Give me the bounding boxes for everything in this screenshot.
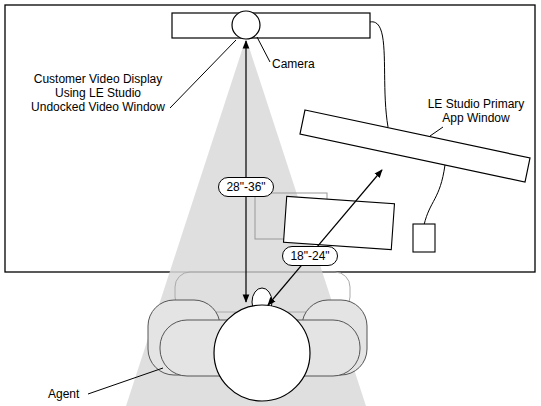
part-label: Customer Video Display Using LE Studio U… <box>28 72 168 114</box>
mouse-cable <box>424 165 445 225</box>
dimension-line <box>245 41 246 302</box>
callout-label: Agent <box>48 387 79 401</box>
customer-video-display <box>172 13 370 38</box>
part-label: LE Studio Primary App Window <box>418 97 534 125</box>
dimension-label: 18"-24" <box>282 246 337 266</box>
monitor-cable <box>370 22 388 127</box>
dimension-text: 28"-36" <box>226 180 265 194</box>
leader-line <box>170 40 236 108</box>
callout-label: Camera <box>272 57 315 71</box>
agent-head <box>214 305 310 401</box>
dimension-label: 28"-36" <box>218 177 273 197</box>
mouse <box>413 224 435 252</box>
leader-line <box>88 368 163 394</box>
dimension-line <box>268 170 382 305</box>
keyboard <box>284 196 395 249</box>
leader-line <box>430 127 443 136</box>
leader-line <box>257 37 270 62</box>
camera-symbol <box>232 11 260 39</box>
dimension-text: 18"-24" <box>290 249 329 263</box>
